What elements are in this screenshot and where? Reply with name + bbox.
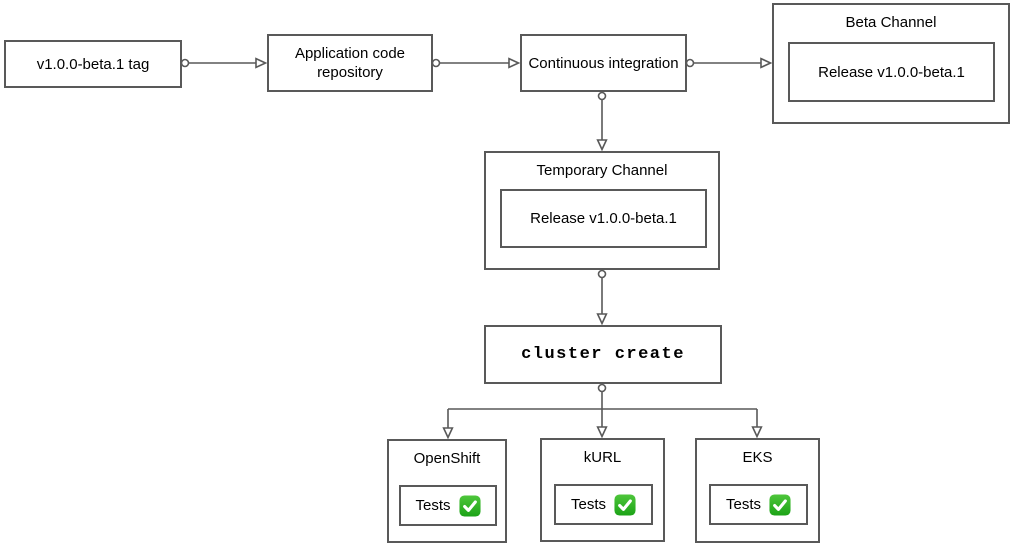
check-passed-icon	[614, 493, 636, 516]
temporary-channel-release-label: Release v1.0.0-beta.1	[530, 210, 677, 227]
openshift-tests-label: Tests	[415, 497, 451, 514]
openshift-title: OpenShift	[413, 450, 481, 467]
beta-channel-title: Beta Channel	[845, 14, 937, 31]
kurl-title: kURL	[583, 449, 622, 466]
node-kurl: kURL Tests	[540, 438, 665, 542]
beta-channel-release-label: Release v1.0.0-beta.1	[818, 63, 965, 81]
temporary-channel-release-box: Release v1.0.0-beta.1	[500, 189, 707, 248]
connector-ci-to-beta-channel	[685, 57, 773, 69]
openshift-tests-box: Tests	[399, 485, 497, 526]
connector-temporary-channel-to-cluster-create	[596, 269, 608, 326]
node-version-tag-label: v1.0.0-beta.1 tag	[36, 55, 150, 73]
node-continuous-integration: Continuous integration	[520, 34, 687, 92]
check-passed-icon	[769, 493, 791, 516]
node-cluster-create-label: cluster create	[521, 345, 685, 364]
node-application-code-repository: Application code repository	[267, 34, 433, 92]
node-continuous-integration-label: Continuous integration	[528, 54, 679, 72]
check-passed-icon	[458, 494, 481, 517]
kurl-tests-label: Tests	[570, 496, 606, 513]
eks-tests-label: Tests	[725, 496, 761, 513]
node-eks: EKS Tests	[695, 438, 820, 543]
eks-tests-box: Tests	[709, 484, 808, 525]
node-openshift: OpenShift Tests	[387, 439, 507, 543]
eks-title: EKS	[742, 449, 773, 466]
kurl-tests-box: Tests	[554, 484, 653, 525]
connector-tag-to-repo	[180, 57, 268, 69]
temporary-channel-title: Temporary Channel	[536, 162, 668, 179]
connector-ci-to-temporary-channel	[596, 91, 608, 152]
node-application-code-repository-label: Application code repository	[294, 45, 406, 81]
node-cluster-create: cluster create	[484, 325, 722, 384]
node-temporary-channel: Temporary Channel Release v1.0.0-beta.1	[484, 151, 720, 270]
node-beta-channel: Beta Channel Release v1.0.0-beta.1	[772, 3, 1010, 124]
connector-cluster-create-to-test-clusters	[442, 383, 763, 440]
connector-repo-to-ci	[431, 57, 521, 69]
beta-channel-release-box: Release v1.0.0-beta.1	[788, 42, 995, 102]
node-version-tag: v1.0.0-beta.1 tag	[4, 40, 182, 88]
